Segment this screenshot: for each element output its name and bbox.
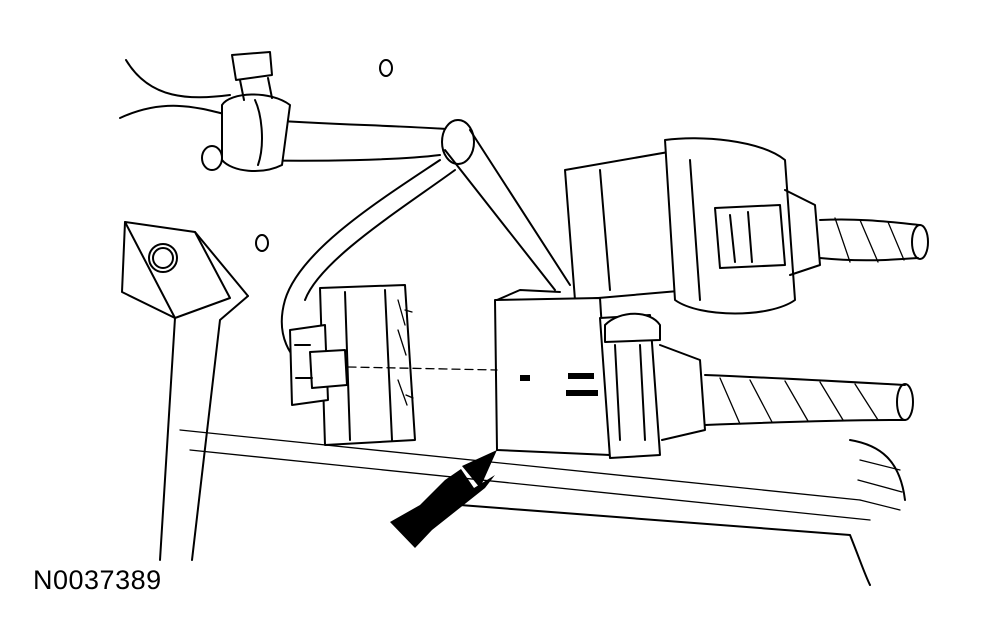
- pointer-arrowhead: [462, 450, 497, 488]
- alignment-line: [347, 366, 498, 371]
- upper-connector: [564, 137, 929, 315]
- figure-reference-id: N0037389: [33, 565, 162, 595]
- harness-tube: [239, 117, 571, 371]
- disconnected-connector: [289, 284, 416, 446]
- body-panel: [119, 59, 906, 586]
- pointer-arrow: [390, 469, 495, 548]
- harness-clip: [201, 51, 291, 172]
- lower-connector: [494, 289, 914, 459]
- mounting-holes: [148, 59, 393, 273]
